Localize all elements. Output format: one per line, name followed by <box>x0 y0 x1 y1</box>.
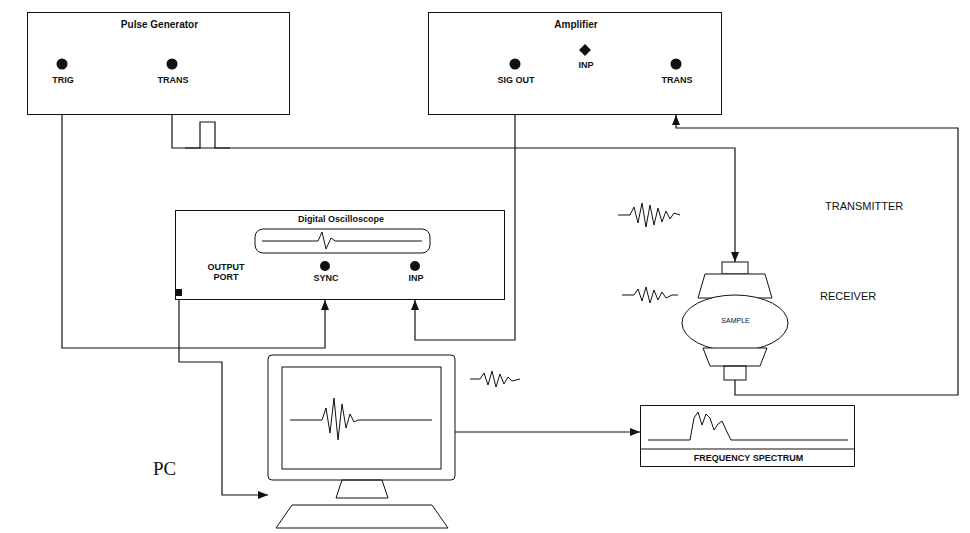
knob <box>671 59 682 70</box>
knob <box>57 59 68 70</box>
sample-body <box>682 295 788 351</box>
box-label: INP <box>391 273 441 283</box>
signal-wire <box>179 300 268 495</box>
signal-wire <box>172 115 735 262</box>
transmitter-transducer <box>698 274 772 298</box>
pc-monitor: PC <box>268 355 455 528</box>
transducer-cap <box>724 366 746 380</box>
box-title: Amplifier <box>429 19 723 31</box>
box-label: INP <box>561 60 611 70</box>
box-label: TRIG <box>33 75 93 85</box>
screen-trace <box>290 398 432 440</box>
box-label: SYNC <box>301 273 351 283</box>
amplifier-box: AmplifierSIG OUT INP TRANS <box>428 12 722 115</box>
box-label: OUTPUT PORT <box>196 262 256 283</box>
monitor-stand <box>336 480 388 498</box>
box-label: RECEIVER <box>820 290 930 303</box>
signal-wire <box>415 115 515 340</box>
scope-trace <box>262 232 422 249</box>
box-label: SAMPLE <box>683 317 788 325</box>
box-label: TRANS <box>642 75 712 85</box>
knob <box>510 59 521 70</box>
signal-wire <box>62 115 325 348</box>
transducer-cap <box>722 262 748 274</box>
knob <box>579 44 591 56</box>
transmit-wave <box>618 203 680 227</box>
monitor-frame <box>268 355 455 480</box>
receiver-transducer <box>703 348 767 366</box>
signal-wire <box>676 115 958 395</box>
knob <box>320 261 330 271</box>
knob <box>410 261 420 271</box>
box-label: TRANS <box>138 75 208 85</box>
knob <box>167 59 178 70</box>
spectrum-plot <box>648 412 848 440</box>
box-title: Digital Oscilloscope <box>176 214 506 224</box>
box-label: TRANSMITTER <box>825 200 950 213</box>
frequency-spectrum-box: FREQUENCY SPECTRUM <box>640 405 855 467</box>
box-label: PC <box>153 458 203 480</box>
receive-wave <box>622 287 678 303</box>
oscilloscope-box: Digital OscilloscopeOUTPUT PORT SYNC INP <box>175 210 505 300</box>
signal-wire <box>455 431 640 432</box>
box-title: Pulse Generator <box>28 19 291 31</box>
spectrum-divider <box>640 449 855 450</box>
box-label: FREQUENCY SPECTRUM <box>641 453 856 463</box>
signal-wave <box>470 371 520 387</box>
pulse-generator-box: Pulse GeneratorTRIG TRANS <box>27 12 290 115</box>
square-pulse <box>185 122 230 148</box>
scope-screen <box>255 229 430 253</box>
sample: SAMPLE <box>683 296 788 350</box>
output-port <box>175 289 182 296</box>
monitor-screen <box>282 367 441 469</box>
keyboard <box>276 505 448 528</box>
receiver-transducer: RECEIVER <box>703 348 767 380</box>
box-label: SIG OUT <box>476 75 556 85</box>
transmitter-transducer: TRANSMITTER <box>700 262 770 298</box>
